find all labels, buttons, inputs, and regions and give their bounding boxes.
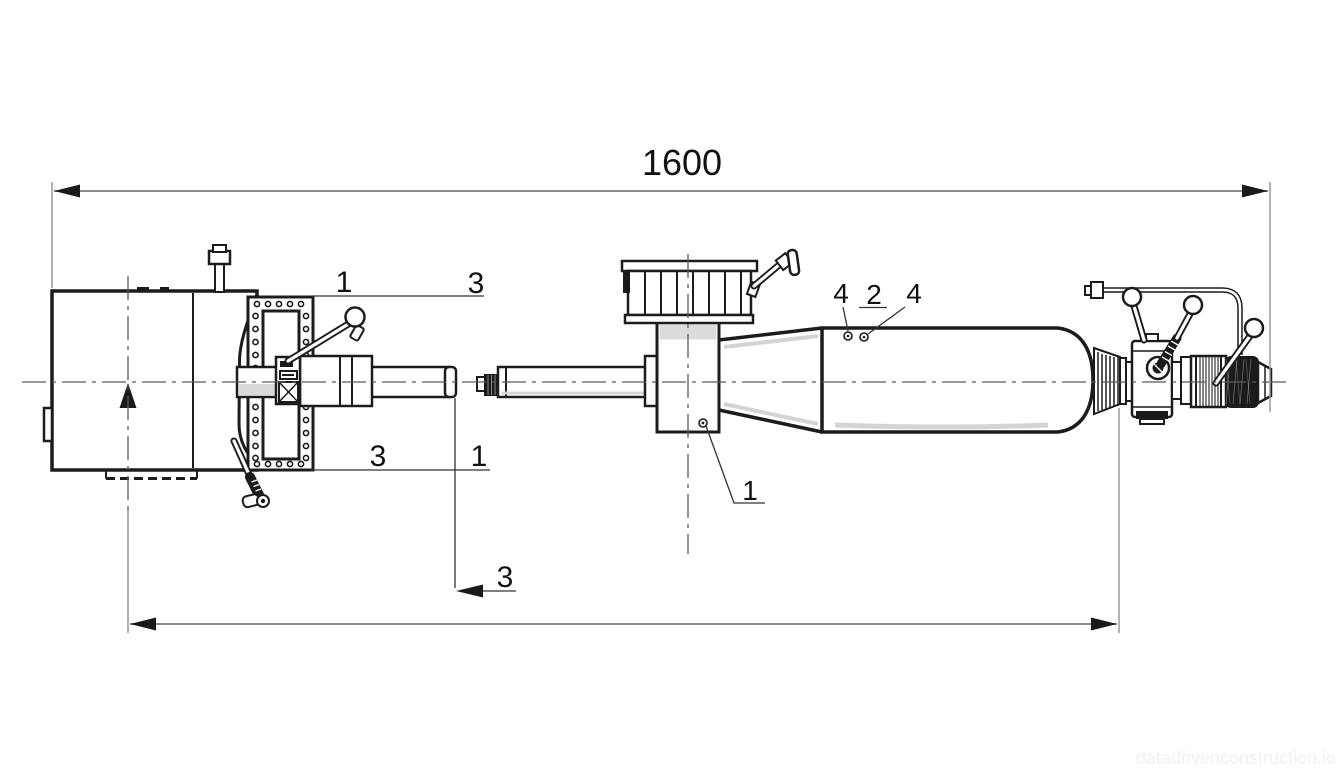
section-label: 3 [468,267,485,300]
pressure-vessel [820,326,1095,434]
ribbed-cap [620,248,801,325]
view-arrow-marker: 3 [454,398,516,598]
valve-handle-center [1156,294,1204,369]
ball-knob [1182,294,1204,316]
lower-crank-handle [230,437,270,509]
section-label: 3 [370,440,387,473]
dimension-value: 1600 [642,142,722,183]
breech-housing [42,244,259,480]
view-label: 3 [497,561,514,594]
ball-knob [1121,286,1143,308]
top-bolt [207,244,232,293]
ball-knob [344,306,366,328]
weld-tick [160,287,169,291]
arrowhead [54,184,80,198]
valve-assembly [1084,281,1273,425]
up-arrow-marker [119,383,137,408]
valve-handle-left [1121,286,1148,344]
callout-vessel: 4 2 4 [833,278,922,335]
pipe-loop [1084,281,1243,355]
shaft-collar [298,354,374,408]
coupling [476,374,498,396]
view-arrowhead [456,584,483,598]
foot-plate [105,468,198,480]
transition-cone [718,326,823,434]
arrowhead [130,617,156,631]
cap-slot [623,272,630,293]
cap-crank [745,248,801,299]
ball-lever [284,306,366,365]
section-label: 1 [336,266,353,299]
dimension-overall: 1600 [51,142,1271,412]
watermark-text: datadrivenconstruction.io [1136,748,1336,768]
centerlines [22,254,1292,554]
arrowhead [1091,617,1117,631]
valve-handle-right [1212,317,1265,387]
arrowhead [1242,184,1268,198]
section-marker-upper: 1 3 [312,266,484,300]
weld-tick [137,287,149,291]
locking-block [274,355,302,406]
long-shaft [496,354,660,408]
callout-carriage: 1 [705,425,765,506]
callout-number: 4 [833,278,849,309]
callout-number: 1 [742,475,758,506]
section-label: 1 [471,440,488,473]
callout-number: 4 [906,278,922,309]
section-marker-middle: 3 1 [310,440,490,473]
dimension-lower [127,408,1120,633]
side-lug [42,406,54,443]
ball-knob [1243,317,1265,339]
callout-number: 2 [866,279,882,310]
